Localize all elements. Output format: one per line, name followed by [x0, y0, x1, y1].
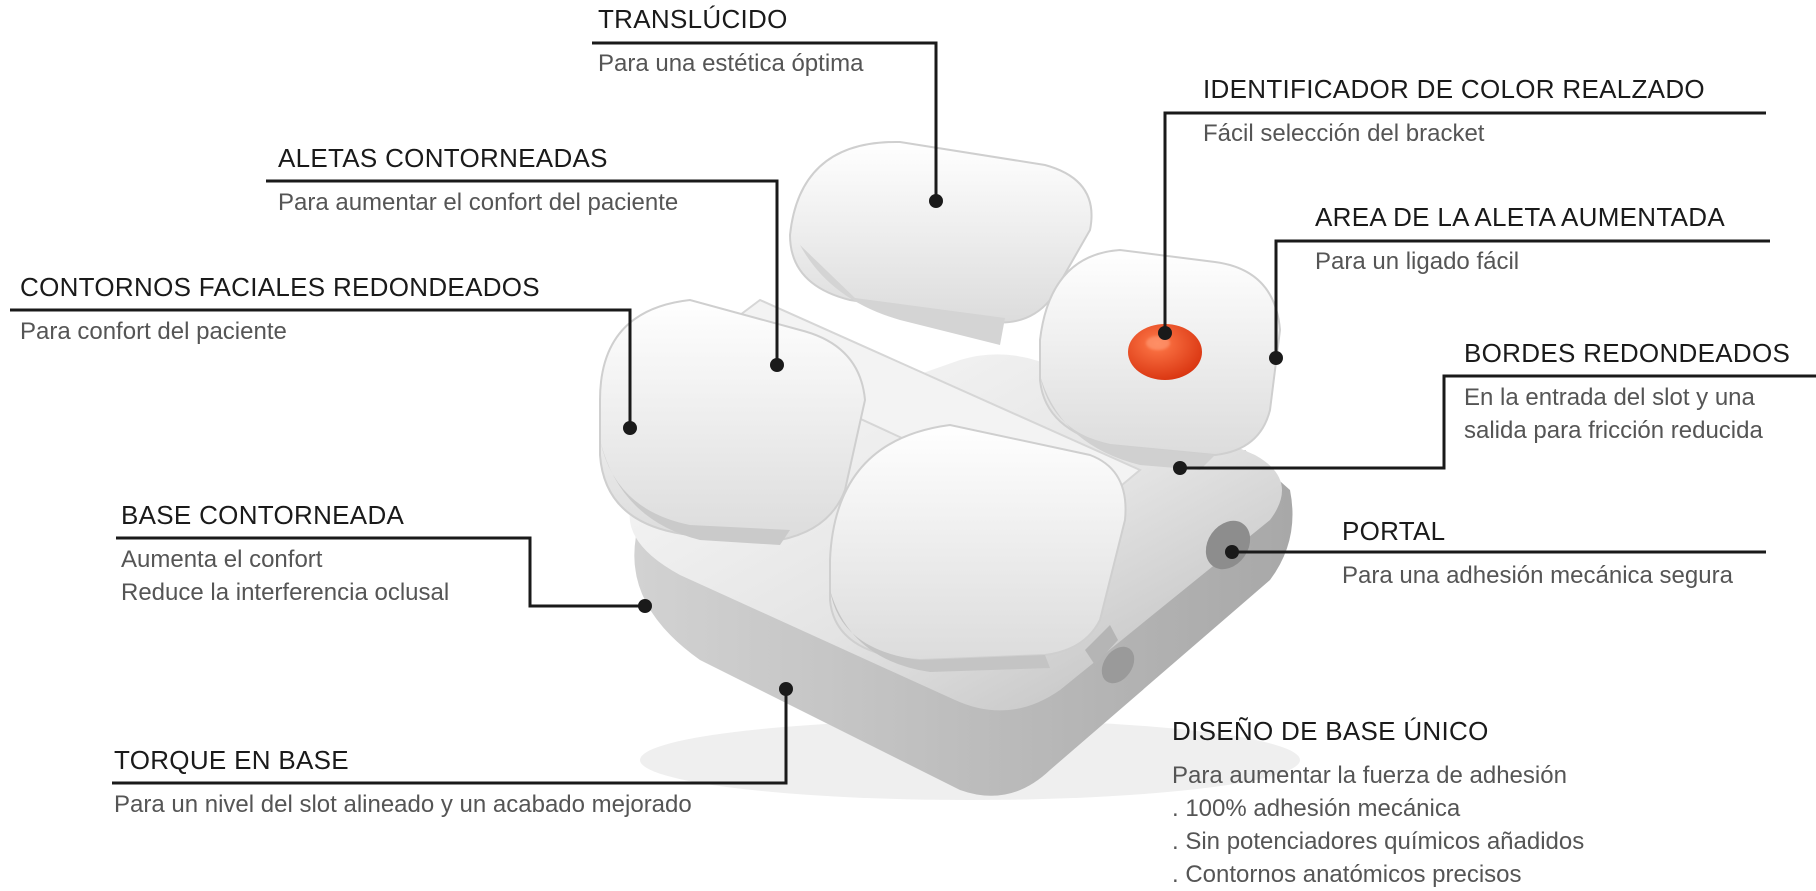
leader-endpoints: [623, 194, 1283, 696]
callout-title: TORQUE EN BASE: [114, 745, 349, 775]
bracket-wing-front-left: [599, 298, 867, 542]
callout-title: CONTORNOS FACIALES REDONDEADOS: [20, 272, 540, 302]
portal-hole: [1101, 646, 1135, 684]
callout-desc-line: Para confort del paciente: [20, 318, 287, 345]
callout-title: BASE CONTORNEADA: [121, 500, 405, 530]
callout-title: AREA DE LA ALETA AUMENTADA: [1315, 202, 1725, 232]
callout-desc-line: Para un nivel del slot alineado y un aca…: [114, 791, 692, 818]
callout-title: ALETAS CONTORNEADAS: [278, 143, 608, 173]
callout-description: Para un ligado fácil: [1315, 245, 1725, 278]
callout-contornos-faciales: CONTORNOS FACIALES REDONDEADOS Para conf…: [20, 272, 540, 348]
callout-desc-line: Para aumentar el confort del paciente: [278, 189, 679, 216]
callout-diseno-base-unico: DISEÑO DE BASE ÚNICO Para aumentar la fu…: [1172, 716, 1584, 891]
callout-title: DISEÑO DE BASE ÚNICO: [1172, 716, 1489, 746]
callout-description: Para aumentar la fuerza de adhesión . 10…: [1172, 759, 1584, 891]
callout-desc-line: . 100% adhesión mecánica: [1172, 795, 1461, 822]
callout-bordes-redondeados: BORDES REDONDEADOS En la entrada del slo…: [1464, 338, 1790, 447]
callout-title: BORDES REDONDEADOS: [1464, 338, 1791, 368]
bracket-wing-back-left: [788, 140, 1093, 324]
bracket-wing-front-right: [829, 423, 1127, 662]
callout-desc-line: Para un ligado fácil: [1315, 248, 1520, 275]
callout-area-aleta: AREA DE LA ALETA AUMENTADA Para un ligad…: [1315, 202, 1725, 278]
callout-description: Para aumentar el confort del paciente: [278, 186, 678, 219]
callout-description: Para una adhesión mecánica segura: [1342, 559, 1733, 592]
leader-lines: [10, 41, 1816, 785]
callout-desc-line: Para aumentar la fuerza de adhesión: [1172, 762, 1567, 789]
callout-desc-line: En la entrada del slot y una: [1464, 384, 1755, 411]
callout-base-contorneada: BASE CONTORNEADA Aumenta el confort Redu…: [121, 500, 449, 609]
callout-torque-en-base: TORQUE EN BASE Para un nivel del slot al…: [114, 745, 692, 821]
callout-description: Para una estética óptima: [598, 47, 864, 80]
callout-description: En la entrada del slot y una salida para…: [1464, 381, 1790, 447]
callout-translucido: TRANSLÚCIDO Para una estética óptima: [598, 4, 864, 80]
callout-identificador-color: IDENTIFICADOR DE COLOR REALZADO Fácil se…: [1203, 74, 1705, 150]
callout-description: Para un nivel del slot alineado y un aca…: [114, 788, 692, 821]
callout-aletas-contorneadas: ALETAS CONTORNEADAS Para aumentar el con…: [278, 143, 678, 219]
callout-title: TRANSLÚCIDO: [598, 4, 788, 34]
callout-desc-line: Fácil selección del bracket: [1203, 120, 1485, 147]
callout-title: PORTAL: [1342, 516, 1446, 546]
callout-desc-line: Para una adhesión mecánica segura: [1342, 562, 1733, 589]
portal-hole: [1205, 520, 1251, 570]
callout-description: Fácil selección del bracket: [1203, 117, 1705, 150]
callout-title: IDENTIFICADOR DE COLOR REALZADO: [1203, 74, 1705, 104]
color-identifier-dot: [1128, 324, 1202, 380]
callout-portal: PORTAL Para una adhesión mecánica segura: [1342, 516, 1733, 592]
callout-desc-line: salida para fricción reducida: [1464, 417, 1763, 444]
callout-desc-line: Para una estética óptima: [598, 50, 864, 77]
callout-desc-line: . Contornos anatómicos precisos: [1172, 861, 1522, 888]
callout-desc-line: Aumenta el confort: [121, 546, 323, 573]
callout-description: Para confort del paciente: [20, 315, 540, 348]
callout-desc-line: Reduce la interferencia oclusal: [121, 579, 450, 606]
callout-description: Aumenta el confort Reduce la interferenc…: [121, 543, 449, 609]
callout-desc-line: . Sin potenciadores químicos añadidos: [1172, 828, 1585, 855]
